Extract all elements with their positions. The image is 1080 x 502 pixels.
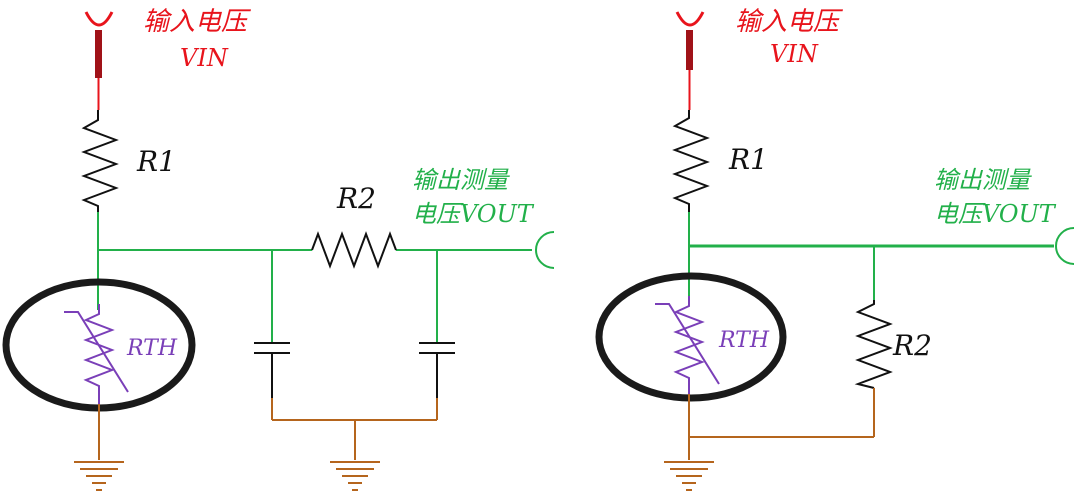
right-r1-label: R1	[729, 143, 768, 176]
left-rth-label: RTH	[127, 336, 178, 361]
left-output-terminal	[535, 231, 555, 269]
left-r2-resistor	[311, 231, 397, 269]
left-r1-resistor	[81, 110, 119, 212]
right-input-terminal	[675, 11, 705, 110]
left-r2-label: R2	[337, 182, 376, 215]
right-rth-label: RTH	[719, 328, 770, 353]
left-input-terminal	[84, 11, 114, 110]
right-r1-resistor	[672, 110, 710, 212]
right-output-label-line2: 电压VOUT	[934, 200, 1055, 228]
right-circuit	[595, 11, 1075, 491]
right-input-label: 输入电压	[735, 7, 840, 37]
left-input-sub-label: VIN	[180, 44, 228, 72]
left-r1-label: R1	[137, 145, 176, 178]
left-input-label: 输入电压	[143, 7, 248, 37]
left-ground-symbol-1	[74, 461, 124, 491]
left-output-label-line2: 电压VOUT	[412, 200, 533, 228]
right-input-sub-label: VIN	[770, 40, 818, 68]
right-output-terminal	[1055, 227, 1075, 265]
left-capacitor-1	[254, 342, 290, 398]
left-output-label-line1: 输出测量	[412, 166, 508, 194]
left-ground-symbol-2	[330, 461, 380, 491]
right-r2-label: R2	[893, 329, 932, 362]
right-ground-wires	[688, 388, 875, 460]
left-circuit	[2, 11, 555, 491]
left-capacitor-2	[419, 342, 455, 398]
right-r2-resistor	[854, 300, 893, 389]
right-ground-symbol	[664, 461, 714, 491]
right-output-label-line1: 输出测量	[934, 166, 1030, 194]
left-signal-wires	[97, 212, 532, 342]
right-signal-wires	[688, 212, 1054, 300]
left-ground-wires	[98, 398, 438, 460]
right-thermistor	[595, 272, 787, 402]
